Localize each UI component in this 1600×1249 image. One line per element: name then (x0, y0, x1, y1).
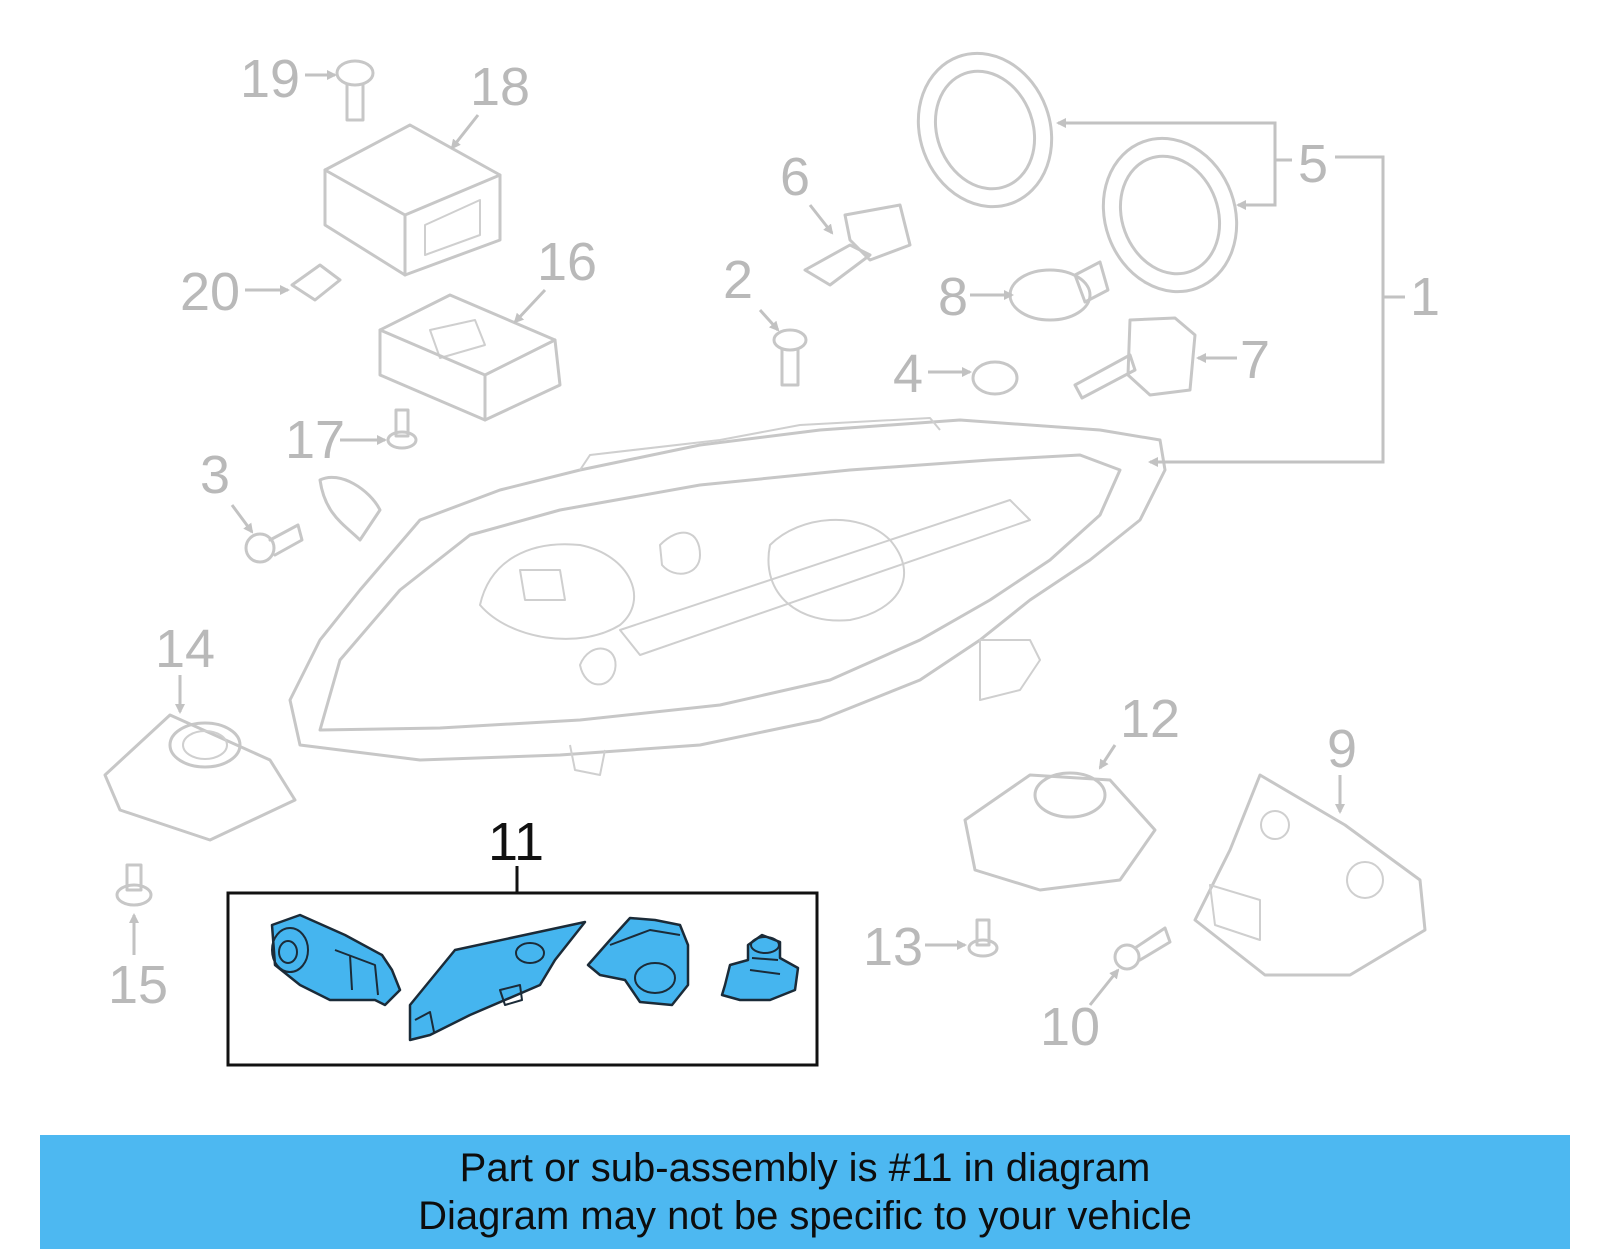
headlamp-bulb (803, 203, 912, 287)
headlamp-assembly (288, 417, 1167, 776)
callout-4: 4 (893, 344, 923, 404)
screw-3 (244, 523, 304, 564)
screw-13 (967, 918, 999, 958)
callout-20: 20 (180, 262, 240, 322)
control-module-18 (323, 123, 502, 277)
repair-part-bracket-c[interactable] (586, 916, 690, 1007)
callout-11: 11 (488, 812, 544, 872)
bezel-ring-lower (1101, 136, 1239, 294)
callout-12: 12 (1120, 689, 1180, 749)
callout-10: 10 (1040, 997, 1100, 1057)
callout-9: 9 (1327, 719, 1357, 779)
callout-19: 19 (240, 49, 300, 109)
ballast-module-12 (963, 771, 1157, 892)
subassembly-11-frame (226, 891, 819, 1067)
callout-16: 16 (537, 232, 597, 292)
nut-clip-20 (290, 263, 342, 302)
callout-6: 6 (780, 147, 810, 207)
ballast-module-14 (103, 713, 297, 842)
callout-14: 14 (155, 619, 215, 679)
repair-part-bracket-a[interactable] (270, 913, 402, 1007)
callout-18: 18 (470, 57, 530, 117)
leader-lines (129, 70, 1405, 1006)
callout-5: 5 (1298, 134, 1328, 194)
mounting-bracket-9 (1193, 773, 1427, 977)
subassembly-11[interactable] (226, 866, 819, 1067)
repair-part-bracket-d[interactable] (720, 933, 800, 1002)
turn-signal-bulb (1073, 316, 1197, 400)
callout-8: 8 (938, 267, 968, 327)
screw-15 (115, 863, 153, 907)
bezel-ring-upper (916, 51, 1054, 209)
screw-17 (386, 408, 418, 450)
ballast-module-16 (378, 293, 562, 422)
callout-2: 2 (723, 250, 753, 310)
callout-17: 17 (285, 410, 345, 470)
screw-19 (335, 59, 375, 122)
screw-10 (1113, 926, 1172, 971)
callout-labels: 1 2 3 4 5 6 7 8 9 10 11 12 13 14 15 16 1… (108, 49, 1440, 1057)
repair-part-bracket-b[interactable] (408, 920, 587, 1042)
banner-line-1: Part or sub-assembly is #11 in diagram (459, 1146, 1151, 1190)
info-banner: Part or sub-assembly is #11 in diagram D… (40, 1135, 1570, 1249)
callout-7: 7 (1240, 330, 1270, 390)
callout-1: 1 (1410, 267, 1440, 327)
clip-4 (971, 360, 1019, 396)
callout-15: 15 (108, 955, 168, 1015)
callout-13: 13 (863, 917, 923, 977)
banner-line-2: Diagram may not be specific to your vehi… (418, 1194, 1192, 1238)
callout-3: 3 (200, 445, 230, 505)
screw-2 (772, 328, 808, 387)
side-marker-bulb (1008, 260, 1110, 322)
